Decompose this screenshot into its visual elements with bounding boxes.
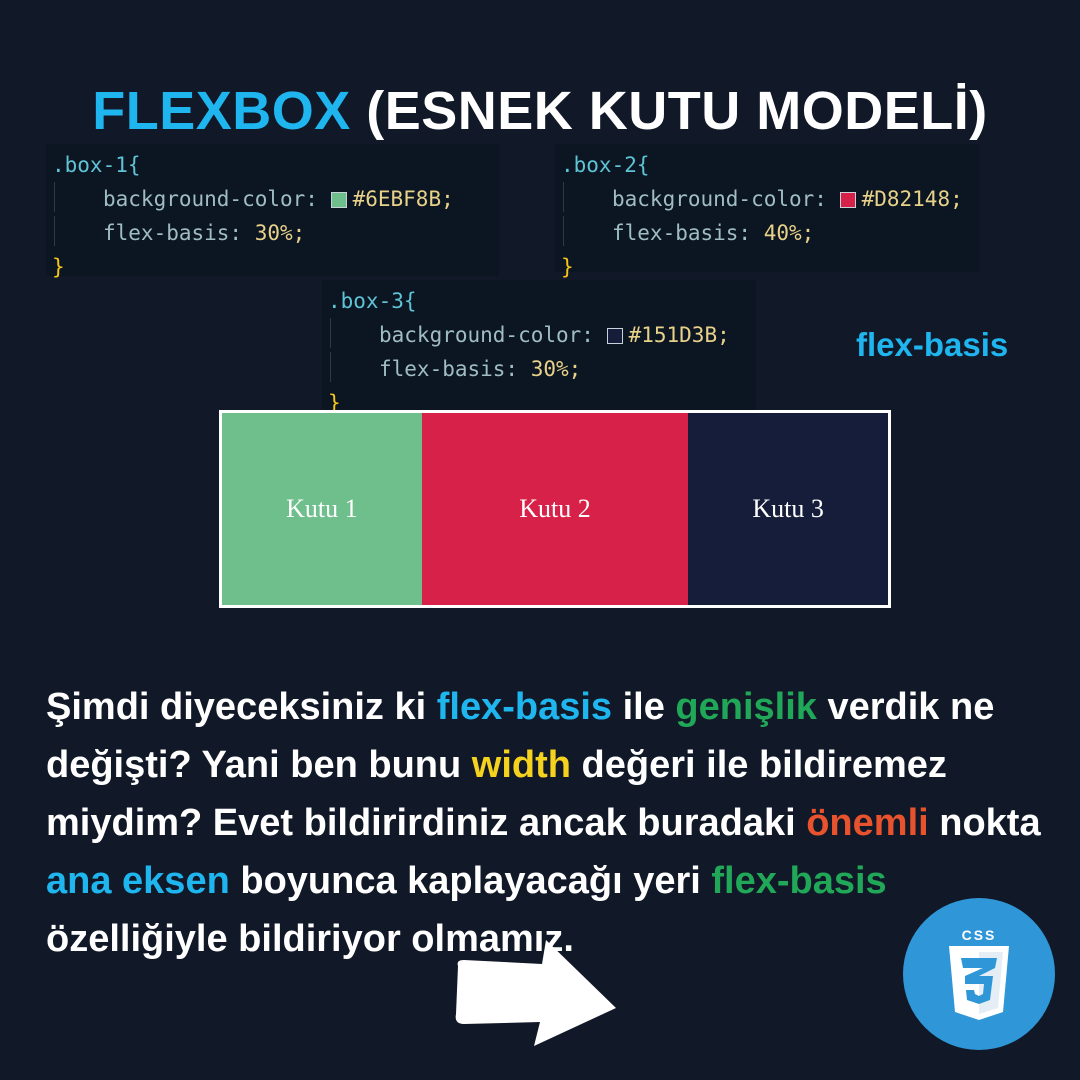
flex-demo-container: Kutu 1 Kutu 2 Kutu 3 [219, 410, 891, 608]
code-property: background-color: [379, 323, 594, 347]
code-selector: .box-2{ [561, 153, 650, 177]
color-swatch-icon [330, 192, 347, 208]
demo-box-3: Kutu 3 [688, 413, 888, 605]
demo-box-label: Kutu 1 [286, 494, 358, 523]
keyword-ana-eksen: ana eksen [46, 860, 230, 902]
text-span: boyunca kaplayacağı yeri [229, 860, 712, 902]
keyword-genislik: genişlik [675, 686, 817, 728]
code-property: background-color: [612, 187, 827, 211]
flex-basis-label: flex-basis [856, 326, 1009, 363]
css3-logo-icon: CSS [903, 898, 1055, 1050]
keyword-flex-basis: flex-basis [436, 686, 613, 728]
code-block-box-3: .box-3{ background-color: #151D3B; flex-… [322, 280, 756, 415]
text-span: verdik ne değişti? Yani ben bunu [46, 686, 995, 786]
keyword-flex-basis-2: flex-basis [711, 860, 887, 902]
code-selector: .box-1{ [52, 153, 141, 177]
code-selector: .box-3{ [328, 289, 417, 313]
text-span: değeri ile bildiremez miydim? Evet bildi… [46, 744, 947, 844]
demo-box-label: Kutu 3 [752, 494, 824, 523]
text-span: ile [612, 686, 676, 728]
code-property: flex-basis: [103, 221, 243, 245]
demo-box-2: Kutu 2 [421, 413, 689, 605]
code-brace: } [52, 255, 65, 279]
color-swatch-icon [606, 328, 623, 344]
arrow-right-icon [455, 940, 616, 1046]
keyword-width: width [471, 744, 571, 786]
text-span: nokta [928, 802, 1041, 844]
title-rest: (ESNEK KUTU MODELİ) [350, 81, 988, 142]
code-brace: } [328, 391, 341, 415]
code-block-box-1: .box-1{ background-color: #6EBF8B; flex-… [46, 144, 499, 279]
code-value: 30%; [530, 357, 582, 381]
demo-box-1: Kutu 1 [222, 413, 422, 605]
code-value: 30%; [254, 221, 306, 245]
explanation-paragraph: Şimdi diyeceksiniz ki flex-basis ile gen… [46, 678, 1046, 968]
code-value: #6EBF8B; [352, 187, 454, 211]
code-brace: } [561, 255, 574, 279]
css-logo-text: CSS [962, 927, 997, 943]
title-highlight: FLEXBOX [92, 81, 351, 142]
code-property: background-color: [103, 187, 318, 211]
code-value: 40%; [763, 221, 815, 245]
keyword-onemli: önemli [806, 802, 929, 844]
code-value: #151D3B; [628, 323, 730, 347]
page-title: FLEXBOX (ESNEK KUTU MODELİ) [0, 80, 1080, 142]
demo-box-label: Kutu 2 [519, 494, 591, 523]
code-block-box-2: .box-2{ background-color: #D82148; flex-… [555, 144, 979, 279]
code-value: #D82148; [861, 187, 963, 211]
text-span: Şimdi diyeceksiniz ki [46, 686, 437, 728]
text-span: özelliğiyle bildiriyor olmamız. [46, 918, 574, 960]
code-property: flex-basis: [379, 357, 519, 381]
code-property: flex-basis: [612, 221, 752, 245]
color-swatch-icon [839, 192, 856, 208]
